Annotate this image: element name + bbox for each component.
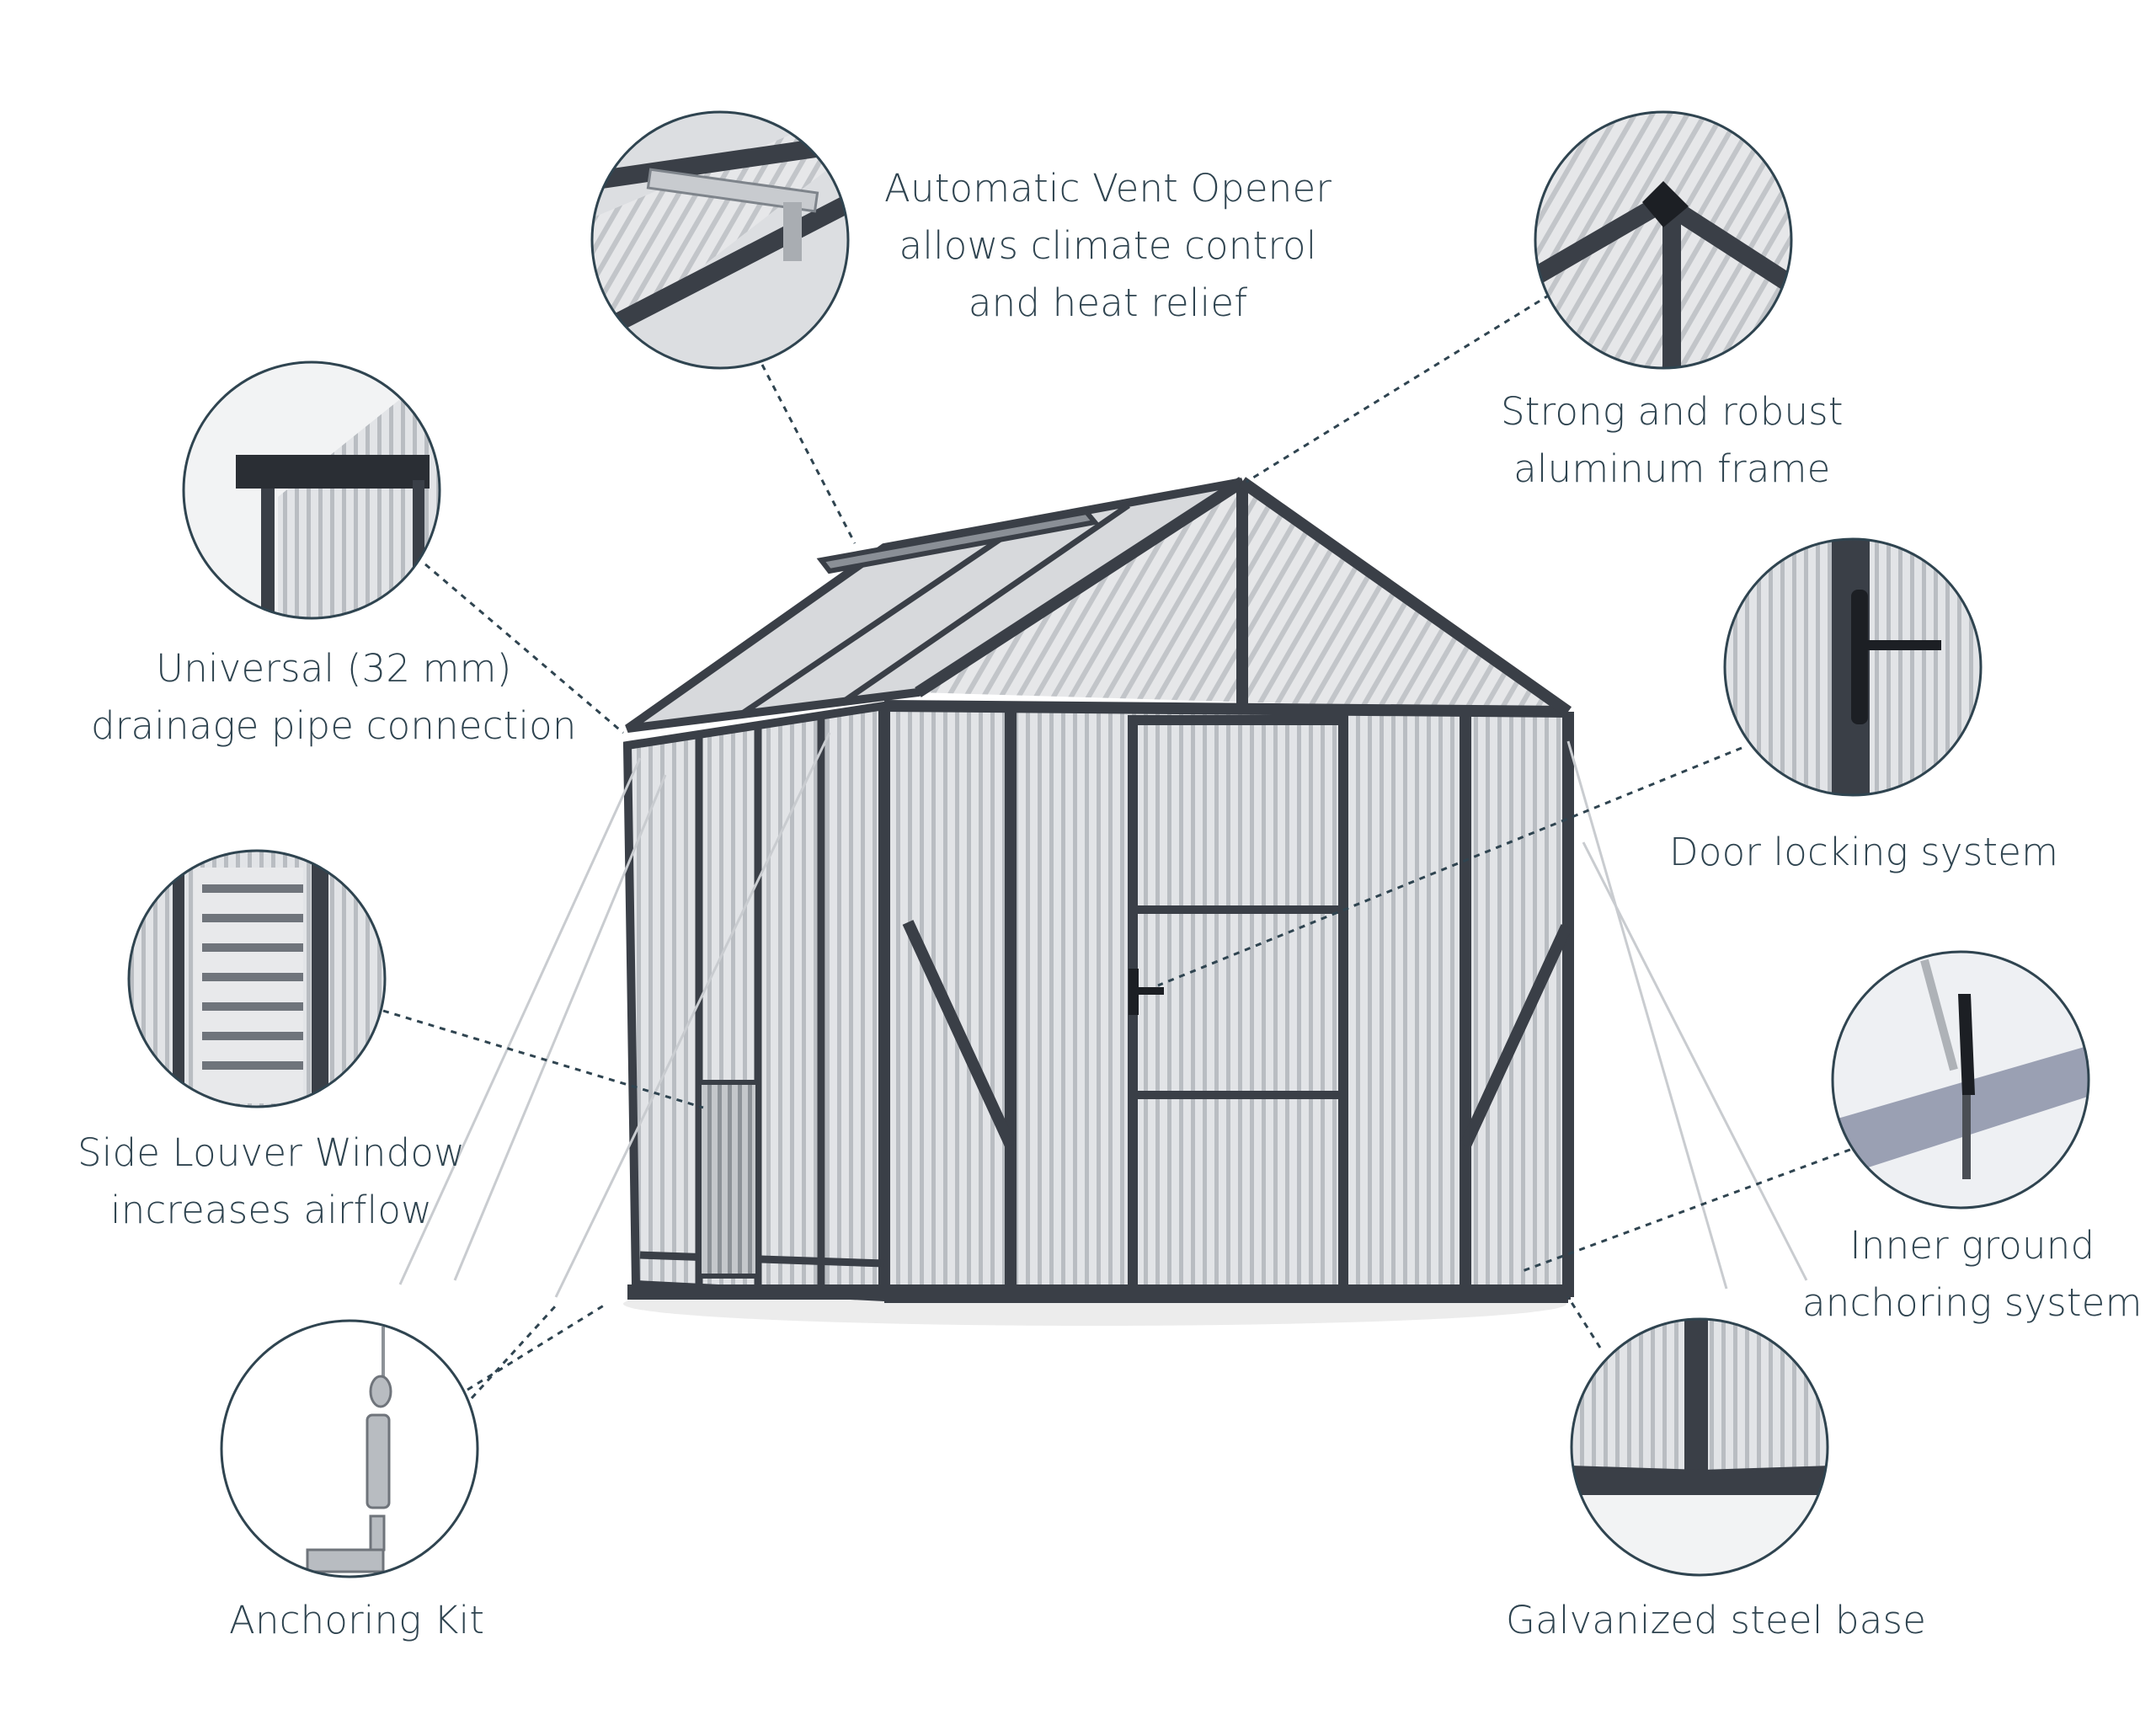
detail-ground xyxy=(1831,950,2090,1210)
callout-louver: Side Louver Window increases airflow xyxy=(77,1124,465,1239)
ground-anchor-icon xyxy=(1958,994,1975,1179)
callout-louver-line-1: Side Louver Window xyxy=(77,1130,466,1175)
callout-drain: Universal (32 mm) drainage pipe connecti… xyxy=(91,640,577,755)
detail-kit xyxy=(220,1319,479,1578)
detail-frame xyxy=(1534,110,1793,370)
callout-drain-line-2: drainage pipe connection xyxy=(91,703,577,748)
roof-vent xyxy=(816,509,1100,574)
callout-ground-line-2: anchoring system xyxy=(1802,1280,2143,1325)
gutter-icon xyxy=(236,455,430,489)
callout-vent-line-3: and heat relief xyxy=(968,280,1248,325)
callout-louver-line-2: increases airflow xyxy=(110,1188,433,1232)
detail-base xyxy=(1570,1317,1829,1577)
callout-frame: Strong and robust aluminum frame xyxy=(1501,383,1844,498)
callout-leaders xyxy=(382,293,1862,1400)
callout-kit: Anchoring Kit xyxy=(229,1592,484,1649)
door-handle-icon xyxy=(1851,590,1941,724)
callout-door: Door locking system xyxy=(1669,824,2058,881)
callout-vent-line-2: allows climate control xyxy=(899,223,1317,268)
callout-ground-line-1: Inner ground xyxy=(1849,1223,2095,1268)
callout-base: Galvanized steel base xyxy=(1506,1592,1926,1649)
side-louver xyxy=(696,1080,760,1279)
callout-vent-line-1: Automatic Vent Opener xyxy=(884,166,1332,211)
front-door xyxy=(1128,715,1348,1298)
greenhouse-illustration xyxy=(398,477,1808,1326)
callout-kit-line-1: Anchoring Kit xyxy=(229,1598,485,1642)
callout-vent: Automatic Vent Opener allows climate con… xyxy=(884,160,1331,332)
base-rail xyxy=(627,1284,1571,1300)
callout-frame-line-2: aluminum frame xyxy=(1513,446,1831,491)
callout-frame-line-1: Strong and robust xyxy=(1501,389,1844,434)
detail-drain xyxy=(182,360,441,620)
vent-opener-icon xyxy=(646,168,819,261)
detail-door xyxy=(1723,537,1983,797)
roof-frame-icon xyxy=(1642,181,1689,227)
callout-ground: Inner ground anchoring system xyxy=(1802,1217,2143,1332)
turnbuckle-icon xyxy=(306,1327,392,1573)
detail-louver xyxy=(127,849,387,1108)
callout-base-line-1: Galvanized steel base xyxy=(1506,1598,1927,1642)
callout-door-line-1: Door locking system xyxy=(1669,830,2059,874)
detail-vent xyxy=(590,110,850,370)
callout-drain-line-1: Universal (32 mm) xyxy=(156,646,512,691)
